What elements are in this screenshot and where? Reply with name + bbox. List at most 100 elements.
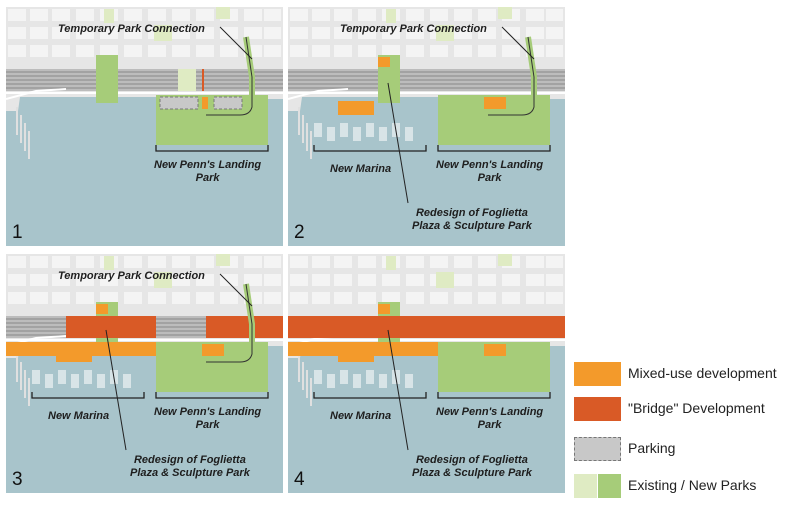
temporary-park-connection-outline <box>206 36 253 116</box>
city-block <box>220 27 238 39</box>
city-block <box>172 45 190 57</box>
city-block <box>502 274 520 286</box>
city-block <box>30 256 48 268</box>
marina-slip <box>405 127 413 141</box>
city-block <box>382 45 400 57</box>
existing-park <box>178 69 196 91</box>
stage-number: 2 <box>294 222 305 243</box>
marina-slip <box>405 374 413 388</box>
city-block <box>172 27 190 39</box>
city-block <box>312 274 330 286</box>
city-block <box>478 292 496 304</box>
city-block <box>290 9 308 21</box>
road <box>288 88 349 100</box>
mixed-use-development <box>378 57 390 67</box>
map-canvas <box>6 7 283 246</box>
bridge-development <box>488 316 565 338</box>
mixed-use-development <box>6 342 156 356</box>
legend-item-mixed-use: Mixed-use development <box>574 362 800 386</box>
city-block <box>406 256 424 268</box>
pier <box>306 123 308 151</box>
city-block <box>546 27 563 39</box>
city-block <box>52 274 70 286</box>
city-block <box>196 256 214 268</box>
plaza-leader <box>387 82 409 204</box>
existing-park <box>436 272 454 288</box>
connection-leader <box>501 26 535 60</box>
city-block <box>220 45 238 57</box>
city-block <box>334 292 352 304</box>
bridge-development <box>66 316 156 338</box>
city-block <box>382 292 400 304</box>
city-block <box>124 27 142 39</box>
pier <box>20 362 22 390</box>
bridge-development <box>348 316 438 338</box>
temporary-park-connection-outline <box>206 283 253 363</box>
city-block <box>196 274 214 286</box>
city-block <box>76 292 94 304</box>
city-block <box>124 9 142 21</box>
pier <box>28 131 30 159</box>
city-block <box>406 274 424 286</box>
temporary-park-connection-label: Temporary Park Connection <box>340 23 487 35</box>
city-block <box>478 45 496 57</box>
legend-swatch-parking <box>574 437 621 461</box>
city-block <box>454 256 472 268</box>
city-block <box>526 27 544 39</box>
marina-slip <box>340 370 348 384</box>
city-block <box>124 256 142 268</box>
marina-slip <box>314 123 322 137</box>
bridge-development <box>206 316 283 338</box>
temporary-park-connection-label: Temporary Park Connection <box>58 23 205 35</box>
city-block <box>264 256 281 268</box>
city-block <box>196 27 214 39</box>
city-block <box>100 274 118 286</box>
city-block <box>454 27 472 39</box>
city-block <box>406 45 424 57</box>
marina-bracket <box>313 392 427 399</box>
city-block <box>454 274 472 286</box>
city-block <box>264 27 281 39</box>
city-block <box>196 292 214 304</box>
temporary-park-connection-outline <box>488 36 535 116</box>
city-block <box>526 256 544 268</box>
plaza-leader <box>387 329 409 451</box>
city-block <box>76 27 94 39</box>
city-block <box>334 274 352 286</box>
marina-slip <box>379 127 387 141</box>
city-block <box>334 256 352 268</box>
mixed-use-development <box>484 344 506 356</box>
legend-label-parking: Parking <box>628 440 676 456</box>
city-block <box>8 274 26 286</box>
marina-slip <box>71 374 79 388</box>
pier <box>310 378 312 406</box>
city-block <box>312 9 330 21</box>
existing-park <box>436 25 454 41</box>
marina-slip <box>58 370 66 384</box>
city-block <box>264 9 281 21</box>
city-block <box>478 27 496 39</box>
city-block <box>406 27 424 39</box>
existing-park <box>498 254 512 266</box>
city-block <box>52 256 70 268</box>
park-bracket <box>437 145 551 152</box>
marina-bracket <box>313 145 427 152</box>
pier <box>302 362 304 390</box>
city-block <box>546 45 563 57</box>
plaza-leader <box>105 329 127 451</box>
city-block <box>312 292 330 304</box>
city-block <box>220 292 238 304</box>
city-block <box>406 9 424 21</box>
marina-slip <box>340 123 348 137</box>
city-block <box>358 274 376 286</box>
city-block <box>526 292 544 304</box>
city-block <box>124 274 142 286</box>
city-block <box>546 256 563 268</box>
city-block <box>8 27 26 39</box>
city-block <box>430 256 448 268</box>
mixed-use-development <box>96 304 108 314</box>
marina-slip <box>327 127 335 141</box>
